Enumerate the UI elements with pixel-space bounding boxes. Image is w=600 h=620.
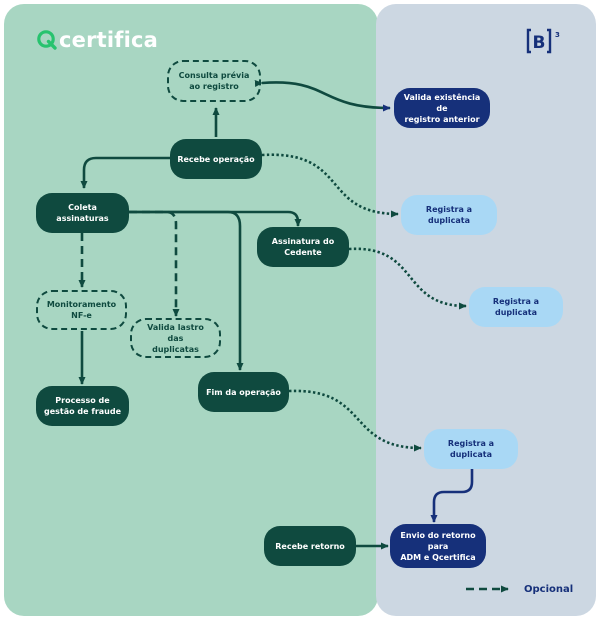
b3-logo: B 3	[526, 28, 560, 54]
legend: Opcional	[464, 580, 573, 598]
node-recebe-retorno: Recebe retorno	[264, 526, 356, 566]
edge-recebe-coleta	[80, 156, 170, 189]
node-coleta-assinaturas: Coleta assinaturas	[36, 193, 129, 233]
node-assinatura-cedente: Assinatura do Cedente	[257, 227, 349, 267]
edge-consulta-valida	[254, 79, 391, 112]
node-registra-duplicata-3: Registra a duplicata	[424, 429, 518, 469]
node-consulta-previa: Consulta prévia ao registro	[167, 60, 261, 102]
node-envio-retorno: Envio do retorno para ADM e Qcertifica	[390, 524, 486, 568]
node-processo-fraude: Processo de gestão de fraude	[36, 386, 129, 426]
edge-fim-registra3	[288, 389, 422, 452]
b3-logo-sup: 3	[555, 31, 560, 39]
node-recebe-operacao: Recebe operação	[170, 139, 262, 179]
edge-coleta-assinatura	[129, 210, 302, 227]
edge-assinatura-registra2	[348, 247, 467, 310]
node-valida-lastro: Valida lastro das duplicatas	[130, 318, 221, 358]
qcertifica-q-icon	[37, 30, 57, 50]
qcertifica-logo: certifica	[36, 26, 158, 54]
node-fim-operacao: Fim da operação	[198, 372, 289, 412]
node-registra-duplicata-2: Registra a duplicata	[469, 287, 563, 327]
legend-label: Opcional	[524, 583, 574, 595]
edge-registra3-envio	[430, 469, 474, 523]
edge-coleta-lastro	[129, 210, 180, 317]
edge-coleta-fim	[129, 210, 244, 371]
node-valida-existencia: Valida existência de registro anterior	[394, 88, 490, 128]
qcertifica-logo-text: certifica	[59, 28, 159, 52]
node-monitoramento-nfe: Monitoramento NF-e	[36, 290, 127, 330]
svg-text:B: B	[533, 33, 546, 53]
edge-recebe-registra1	[261, 153, 399, 218]
node-registra-duplicata-1: Registra a duplicata	[401, 195, 497, 235]
